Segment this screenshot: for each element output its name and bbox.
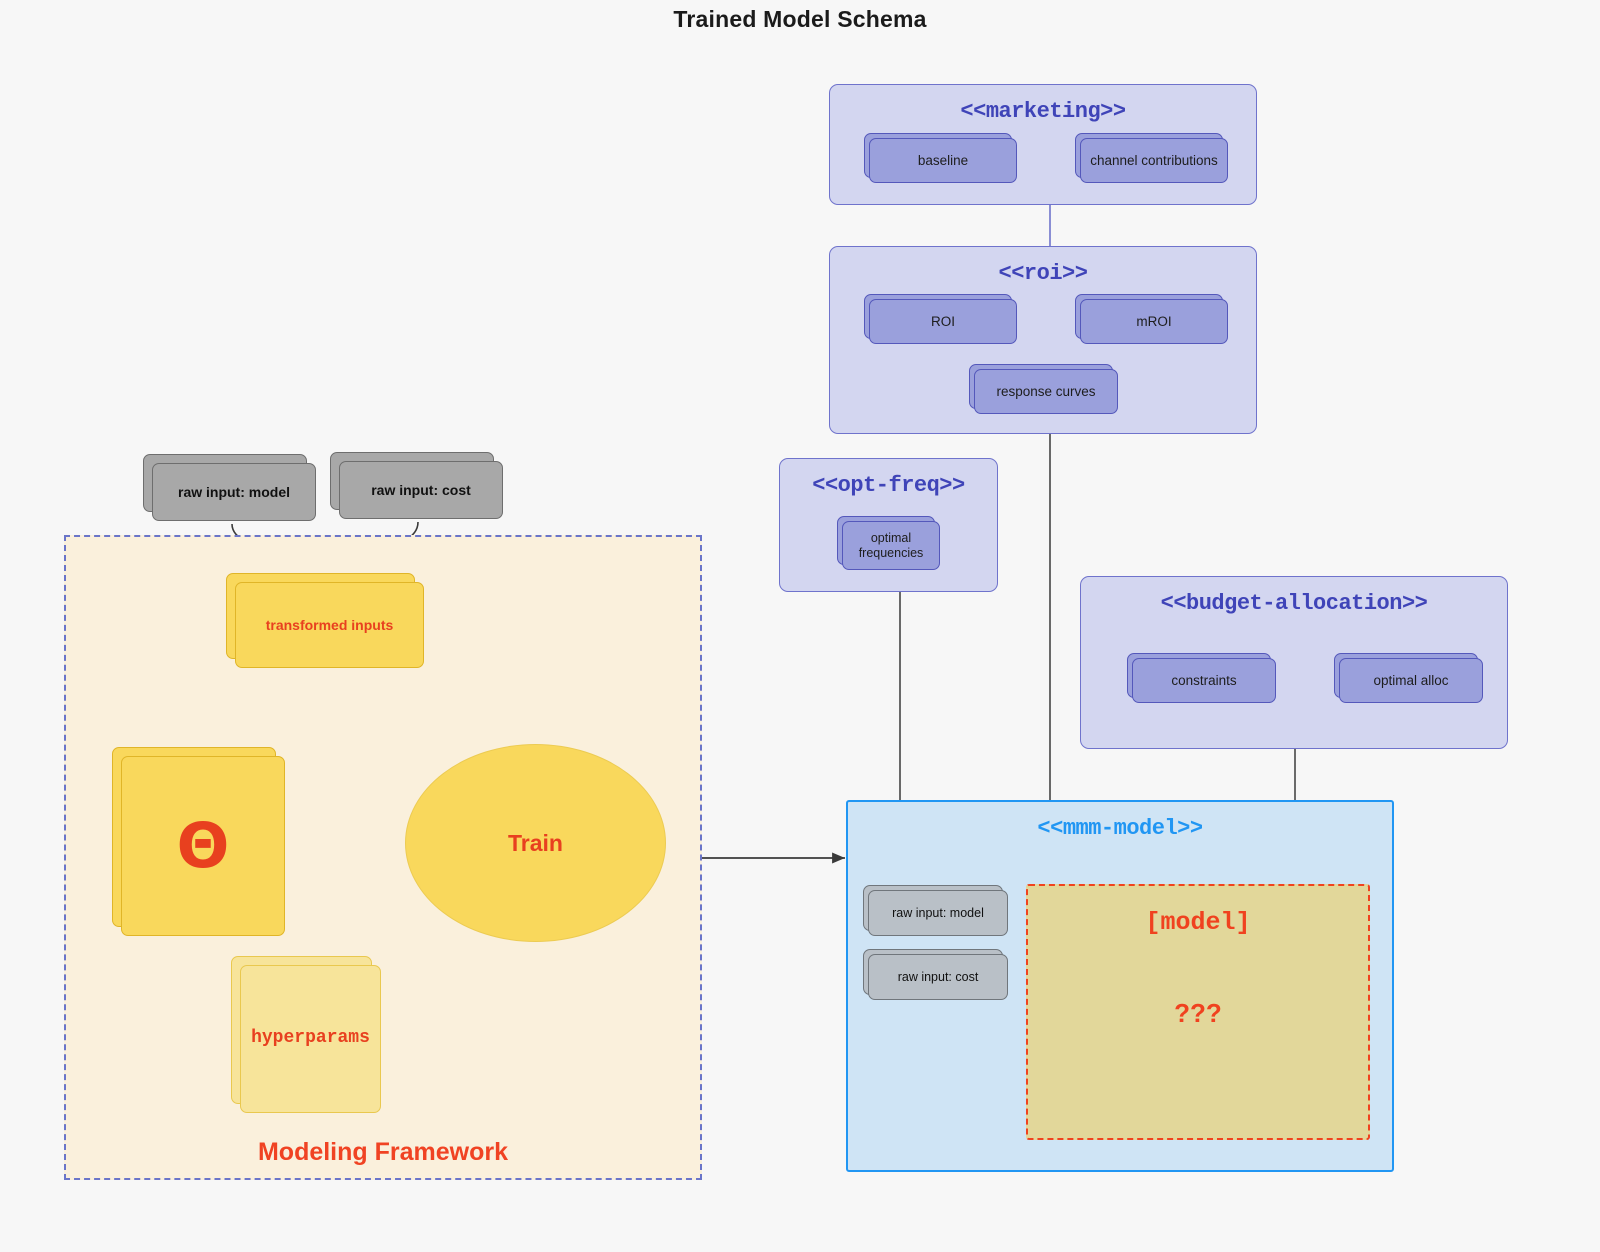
theta-icon: Θ — [176, 809, 230, 882]
raw-input-cost-card[interactable]: raw input: cost — [330, 452, 503, 519]
page-title: Trained Model Schema — [673, 6, 927, 32]
roi-item-mroi-label: mROI — [1080, 299, 1228, 344]
roi-item-response-curves-label: response curves — [974, 369, 1118, 414]
mmm-raw-input-cost-card[interactable]: raw input: cost — [863, 949, 1008, 1000]
marketing-item-baseline[interactable]: baseline — [864, 133, 1017, 183]
roi-item-roi[interactable]: ROI — [864, 294, 1017, 344]
marketing-item-channel-contributions[interactable]: channel contributions — [1075, 133, 1228, 183]
package-roi-title: <<roi>> — [998, 261, 1088, 286]
mmm-raw-input-cost-label: raw input: cost — [868, 954, 1008, 1000]
package-budget-allocation-title: <<budget-allocation>> — [1160, 591, 1428, 616]
theta-symbol-wrapper: Θ — [121, 756, 285, 936]
marketing-item-baseline-label: baseline — [869, 138, 1017, 183]
roi-item-mroi[interactable]: mROI — [1075, 294, 1228, 344]
mmm-raw-input-model-card[interactable]: raw input: model — [863, 885, 1008, 936]
modeling-framework-label: Modeling Framework — [257, 1138, 509, 1166]
budget-item-optimal-alloc-label: optimal alloc — [1339, 658, 1483, 703]
budget-item-constraints-label: constraints — [1132, 658, 1276, 703]
hyperparams-card[interactable]: hyperparams — [231, 956, 381, 1113]
package-mmm-model-title: <<mmm-model>> — [1037, 816, 1203, 841]
package-opt-freq-title: <<opt-freq>> — [812, 473, 965, 498]
raw-input-model-card[interactable]: raw input: model — [143, 454, 316, 521]
model-placeholder-title: [model] — [1145, 908, 1251, 937]
hyperparams-label: hyperparams — [251, 1028, 370, 1049]
opt-freq-item-optimal-frequencies[interactable]: optimal frequencies — [837, 516, 940, 570]
transformed-inputs-card[interactable]: transformed inputs — [226, 573, 424, 668]
train-label: Train — [508, 829, 563, 856]
mmm-raw-input-model-label: raw input: model — [868, 890, 1008, 936]
model-placeholder-box[interactable]: [model] ??? — [1026, 884, 1370, 1140]
budget-item-optimal-alloc[interactable]: optimal alloc — [1334, 653, 1483, 703]
raw-input-cost-label: raw input: cost — [339, 461, 503, 519]
theta-card[interactable]: Θ — [112, 747, 285, 936]
model-placeholder-question: ??? — [1174, 998, 1222, 1028]
roi-item-response-curves[interactable]: response curves — [969, 364, 1118, 414]
package-marketing-title: <<marketing>> — [960, 99, 1126, 124]
roi-item-roi-label: ROI — [869, 299, 1017, 344]
marketing-item-channel-contributions-label: channel contributions — [1080, 138, 1228, 183]
opt-freq-item-optimal-frequencies-label: optimal frequencies — [842, 521, 940, 570]
train-node[interactable]: Train — [405, 744, 666, 942]
raw-input-model-label: raw input: model — [152, 463, 316, 521]
hyperparams-label-wrapper: hyperparams — [240, 965, 381, 1113]
budget-item-constraints[interactable]: constraints — [1127, 653, 1276, 703]
transformed-inputs-label: transformed inputs — [235, 582, 424, 668]
